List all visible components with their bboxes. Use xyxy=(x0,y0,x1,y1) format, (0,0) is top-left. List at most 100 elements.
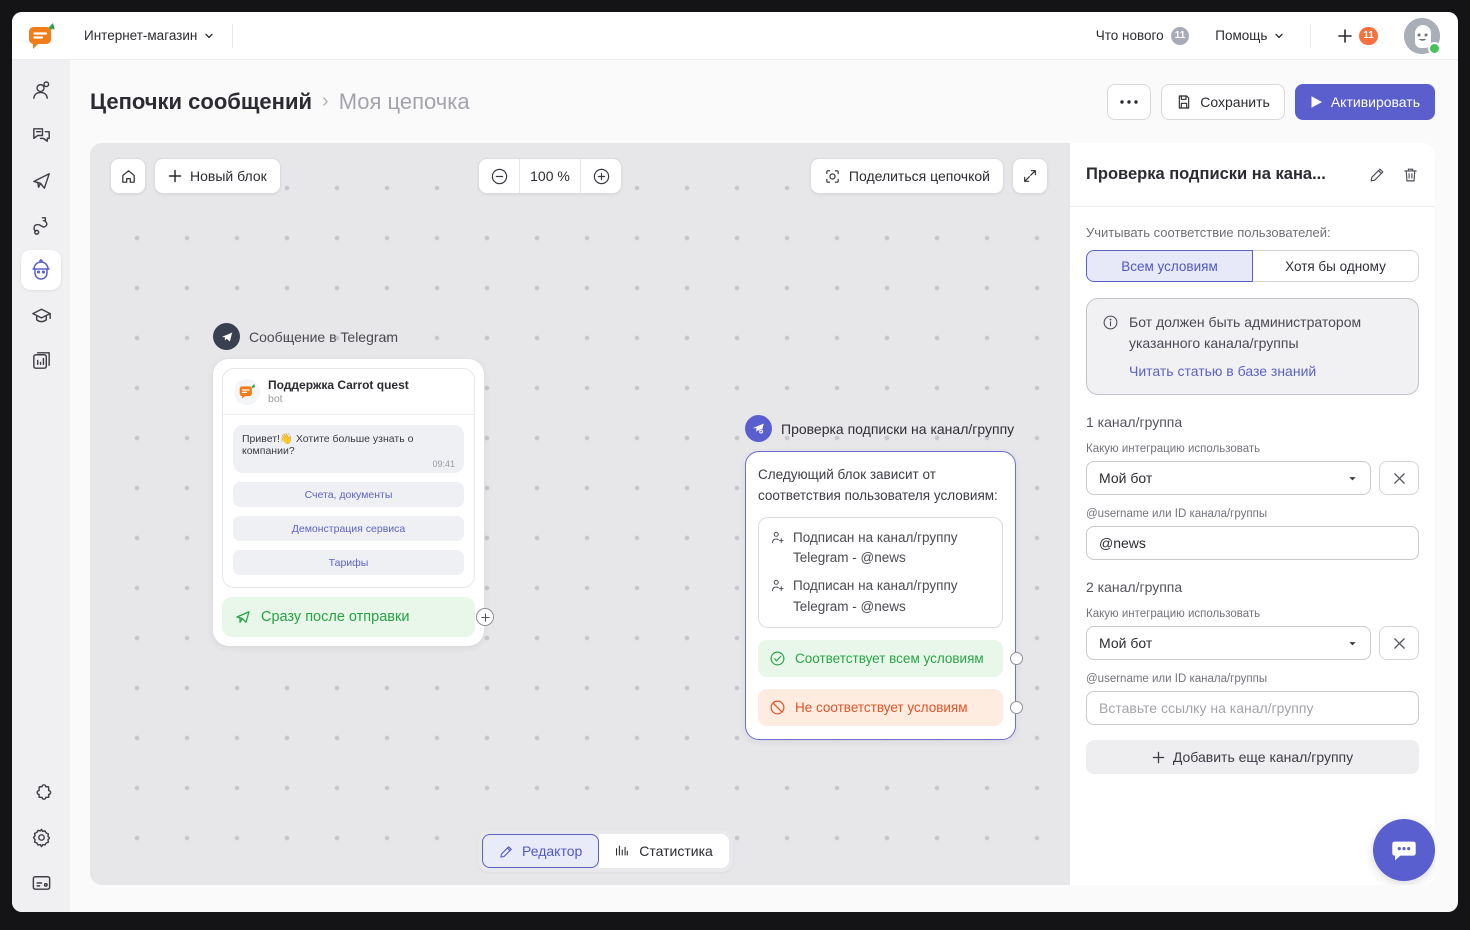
plus-icon xyxy=(480,612,490,622)
new-block-button[interactable]: Новый блок xyxy=(154,158,281,194)
close-icon xyxy=(1393,637,1405,649)
home-button[interactable] xyxy=(110,158,146,194)
after-send-branch[interactable]: Сразу после отправки xyxy=(222,597,494,637)
plus-icon xyxy=(1338,28,1353,43)
bot-sender-type: bot xyxy=(268,393,283,405)
more-actions-button[interactable] xyxy=(1107,83,1152,120)
activate-button[interactable]: Активировать xyxy=(1294,83,1435,120)
zoom-in-button[interactable] xyxy=(581,159,621,193)
sidebar-item-reports[interactable] xyxy=(21,340,61,380)
add-badge: 11 xyxy=(1359,26,1378,45)
sidebar-item-knowledge[interactable] xyxy=(21,295,61,335)
whats-new-link[interactable]: Что нового 11 xyxy=(1096,26,1190,45)
username-label: @username или ID канала/группы xyxy=(1086,673,1268,685)
divider xyxy=(1310,23,1312,48)
chevron-down-icon xyxy=(1275,33,1284,38)
add-channel-button[interactable]: Добавить еще канал/группу xyxy=(1086,740,1419,774)
close-icon xyxy=(1393,472,1405,484)
workspace-switcher[interactable]: Интернет-магазин xyxy=(70,28,232,43)
integration-select-1[interactable]: Мой бот xyxy=(1086,461,1371,495)
reply-button-invoices[interactable]: Счета, документы xyxy=(233,482,464,507)
sidebar-item-leads[interactable] xyxy=(21,70,61,110)
reply-button-pricing[interactable]: Тарифы xyxy=(233,550,464,575)
condition-text: Подписан на канал/группу Telegram - @new… xyxy=(793,529,958,566)
after-send-label: Сразу после отправки xyxy=(261,609,410,625)
users-icon xyxy=(32,80,49,99)
save-button[interactable]: Сохранить xyxy=(1161,83,1285,120)
page-header: Цепочки сообщений › Моя цепочка Сохранит… xyxy=(90,60,1435,143)
integration-value: Мой бот xyxy=(1099,635,1153,651)
integration-value: Мой бот xyxy=(1099,470,1153,486)
sidebar-item-chatbots[interactable] xyxy=(21,250,61,290)
branch-connector-plus[interactable] xyxy=(476,608,494,626)
message-text: Привет!👋 Хотите больше узнать о компании… xyxy=(242,433,414,457)
share-chain-label: Поделиться цепочкой xyxy=(848,168,990,184)
channel-2-heading: 2 канал/группа xyxy=(1086,579,1183,595)
minus-circle-icon xyxy=(491,168,507,184)
save-label: Сохранить xyxy=(1200,93,1270,110)
workspace-name: Интернет-магазин xyxy=(84,28,198,43)
no-match-branch[interactable]: Не соответствует условиям xyxy=(758,688,1023,726)
slash-circle-icon xyxy=(770,700,785,715)
knowledge-base-link[interactable]: Читать статью в базе знаний xyxy=(1129,363,1317,379)
match-branch[interactable]: Соответствует всем условиям xyxy=(758,639,1023,677)
expand-icon xyxy=(1024,170,1036,182)
rename-block-button[interactable] xyxy=(1369,166,1386,183)
reply-button-demo[interactable]: Демонстрация сервиса xyxy=(233,516,464,541)
zoom-out-button[interactable] xyxy=(479,159,519,193)
mode-any-condition[interactable]: Хотя бы одному xyxy=(1253,250,1419,282)
add-channel-label: Добавить еще канал/группу xyxy=(1172,749,1354,765)
bot-sender-name: Поддержка Carrot quest xyxy=(268,378,409,392)
conditions-box: Подписан на канал/группу Telegram - @new… xyxy=(758,516,1003,628)
user-avatar[interactable] xyxy=(1404,17,1441,55)
telegram-message-block[interactable]: Сообщение в Telegram xyxy=(213,323,494,646)
flow-canvas[interactable]: Новый блок 100 % xyxy=(90,143,1070,885)
message-bubble: Привет!👋 Хотите больше узнать о компании… xyxy=(233,425,464,473)
sidebar xyxy=(12,60,70,912)
sidebar-item-settings[interactable] xyxy=(21,817,61,857)
sidebar-item-billing[interactable] xyxy=(21,862,61,902)
workspace: Новый блок 100 % xyxy=(90,143,1435,885)
mode-all-conditions[interactable]: Всем условиям xyxy=(1086,250,1253,282)
main-area: Цепочки сообщений › Моя цепочка Сохранит… xyxy=(70,60,1458,912)
user-plus-icon xyxy=(770,530,785,569)
channel-2-username-input[interactable] xyxy=(1086,691,1419,725)
tab-statistics[interactable]: Статистика xyxy=(599,834,729,868)
sidebar-item-conversations[interactable] xyxy=(21,115,61,155)
sidebar-item-chains[interactable] xyxy=(21,205,61,245)
subscription-check-card: Следующий блок зависит от соответствия п… xyxy=(745,451,1023,740)
tab-editor[interactable]: Редактор xyxy=(482,834,600,868)
channel-1-username-input[interactable] xyxy=(1086,526,1419,560)
remove-channel-2-button[interactable] xyxy=(1379,626,1419,660)
share-chain-button[interactable]: Поделиться цепочкой xyxy=(809,158,1004,194)
delete-block-button[interactable] xyxy=(1402,166,1419,183)
no-match-branch-connector[interactable] xyxy=(1010,700,1023,714)
condition-text: Подписан на канал/группу Telegram - @new… xyxy=(793,578,958,614)
fullscreen-button[interactable] xyxy=(1012,158,1048,194)
tab-editor-label: Редактор xyxy=(522,843,583,859)
app-logo[interactable] xyxy=(12,20,70,52)
remove-channel-1-button[interactable] xyxy=(1379,461,1419,495)
plus-circle-icon xyxy=(593,168,609,184)
subscription-check-block[interactable]: Проверка подписки на канал/группу Следую… xyxy=(745,415,1023,740)
view-mode-tabs: Редактор Статистика xyxy=(478,830,733,872)
check-circle-icon xyxy=(770,651,785,666)
plus-icon xyxy=(168,169,182,183)
topbar: Интернет-магазин Что нового 11 Помощь 11 xyxy=(12,12,1458,60)
bot-avatar-icon xyxy=(234,378,260,405)
add-button[interactable]: 11 xyxy=(1337,26,1378,45)
carrot-quest-logo-icon xyxy=(29,22,55,49)
help-label: Помощь xyxy=(1215,28,1268,43)
support-chat-button[interactable] xyxy=(1373,819,1435,881)
new-block-label: Новый блок xyxy=(190,168,267,184)
sidebar-item-integrations[interactable] xyxy=(21,772,61,812)
match-branch-connector[interactable] xyxy=(1010,651,1023,665)
help-menu[interactable]: Помощь xyxy=(1215,28,1284,43)
gear-icon xyxy=(32,828,50,847)
sidebar-item-messages[interactable] xyxy=(21,160,61,200)
breadcrumb-root[interactable]: Цепочки сообщений xyxy=(90,88,313,114)
trash-icon xyxy=(1404,168,1417,182)
subscription-check-title: Проверка подписки на канал/группу xyxy=(781,420,1015,437)
integration-select-2[interactable]: Мой бот xyxy=(1086,626,1371,660)
paper-plane-icon xyxy=(32,172,50,189)
